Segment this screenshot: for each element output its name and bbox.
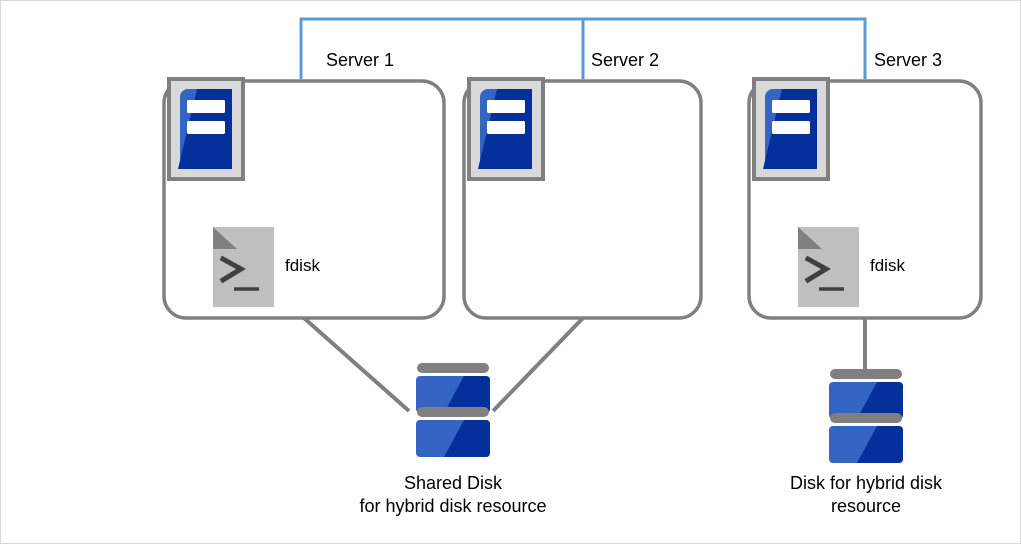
shared-disk-icon — [416, 363, 490, 457]
hybrid-disk-caption: Disk for hybrid disk resource — [789, 473, 943, 516]
server-icon-2 — [467, 77, 545, 181]
server-label-2: Server 2 — [591, 50, 660, 70]
hybrid-disk-icon — [829, 369, 903, 463]
server-label-1: Server 1 — [326, 50, 395, 70]
shared-disk-caption: Shared Disk for hybrid disk resource — [359, 473, 547, 516]
fdisk-label-3: fdisk — [870, 256, 905, 275]
server-icon-3 — [752, 77, 830, 181]
server-icon-1 — [167, 77, 245, 181]
fdisk-icon-3 — [798, 227, 859, 307]
interconnect-bus — [299, 17, 867, 79]
fdisk-label-1: fdisk — [285, 256, 320, 275]
server-label-3: Server 3 — [874, 50, 943, 70]
connector-lines — [302, 316, 867, 413]
fdisk-icon-1 — [213, 227, 274, 307]
